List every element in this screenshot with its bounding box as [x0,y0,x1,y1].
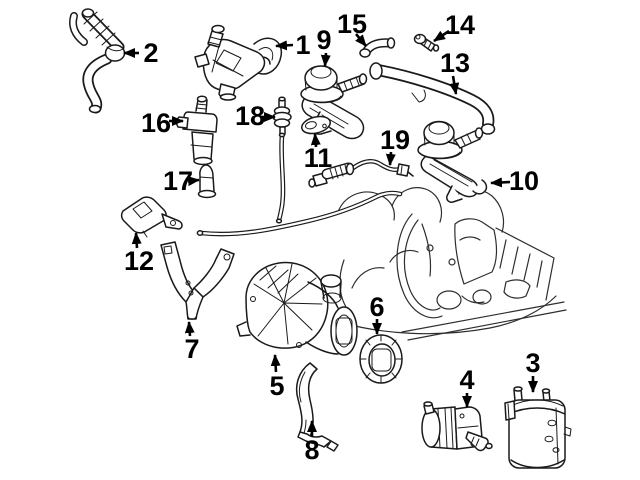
callout-18: 18 [235,101,276,131]
part-number-8[interactable]: 8 [304,435,319,465]
callout-3: 3 [525,348,541,393]
callout-arrow-12 [131,232,142,249]
callout-19: 19 [380,125,410,166]
callout-arrow-13 [449,75,460,95]
part-number-1[interactable]: 1 [295,30,310,60]
part-number-16[interactable]: 16 [141,108,171,138]
callout-12: 12 [124,232,154,276]
callout-6: 6 [369,292,385,335]
part-number-18[interactable]: 18 [235,101,265,131]
part-1-drawing [194,24,283,101]
callout-15: 15 [337,9,367,47]
callout-13: 13 [440,48,470,95]
callout-arrow-1 [275,40,294,51]
part-number-13[interactable]: 13 [440,48,470,78]
callout-10: 10 [490,166,539,196]
part-number-10[interactable]: 10 [509,166,539,196]
part-14-drawing [413,33,440,52]
callout-arrow-10 [490,177,511,188]
part-number-7[interactable]: 7 [184,334,199,364]
engine-outline [337,187,567,341]
part-number-5[interactable]: 5 [269,371,284,401]
callout-5: 5 [269,354,285,401]
callout-2: 2 [123,38,159,68]
callout-arrow-7 [184,321,195,337]
callout-11: 11 [304,133,333,173]
part-number-12[interactable]: 12 [124,246,154,276]
callout-9: 9 [316,25,332,67]
callout-16: 16 [141,108,184,138]
callout-1: 1 [275,30,311,60]
callout-4: 4 [459,365,475,408]
part-6-drawing [359,334,403,384]
part-10-drawing [417,120,488,203]
part-15-drawing [359,37,396,58]
callout-arrow-15 [355,33,367,47]
callout-arrow-14 [433,29,450,43]
part-number-14[interactable]: 14 [445,10,475,40]
callout-arrow-9 [320,52,331,67]
part-3-drawing [504,386,572,469]
part-18-drawing [272,96,292,138]
callout-17: 17 [163,166,200,196]
part-hose-vertical-drawing [275,133,286,224]
part-16-drawing [175,95,218,166]
callout-arrow-11 [310,133,321,148]
part-number-6[interactable]: 6 [369,292,384,322]
part-number-15[interactable]: 15 [337,9,367,39]
part-number-19[interactable]: 19 [380,125,410,155]
part-2-drawing [69,8,126,114]
callout-arrow-5 [270,354,281,373]
callout-arrow-17 [187,176,200,187]
part-7-drawing [160,241,235,320]
part-17-drawing [197,164,217,199]
part-11-drawing [301,115,331,135]
callout-8: 8 [304,420,320,465]
part-number-3[interactable]: 3 [525,348,540,378]
part-12-drawing [120,196,183,238]
part-number-4[interactable]: 4 [459,365,474,395]
part-5-drawing [236,261,358,356]
part-hose-long-drawing [196,190,403,237]
callout-14: 14 [433,10,475,43]
callout-7: 7 [184,321,200,364]
part-8-drawing [295,362,339,452]
part-13-drawing [369,62,496,135]
part-number-2[interactable]: 2 [143,38,158,68]
part-number-17[interactable]: 17 [163,166,193,196]
callout-arrow-19 [385,151,396,166]
part-number-11[interactable]: 11 [304,143,333,173]
part-19-drawing [308,158,414,188]
part-number-9[interactable]: 9 [316,25,331,55]
part-4-drawing [421,401,493,452]
